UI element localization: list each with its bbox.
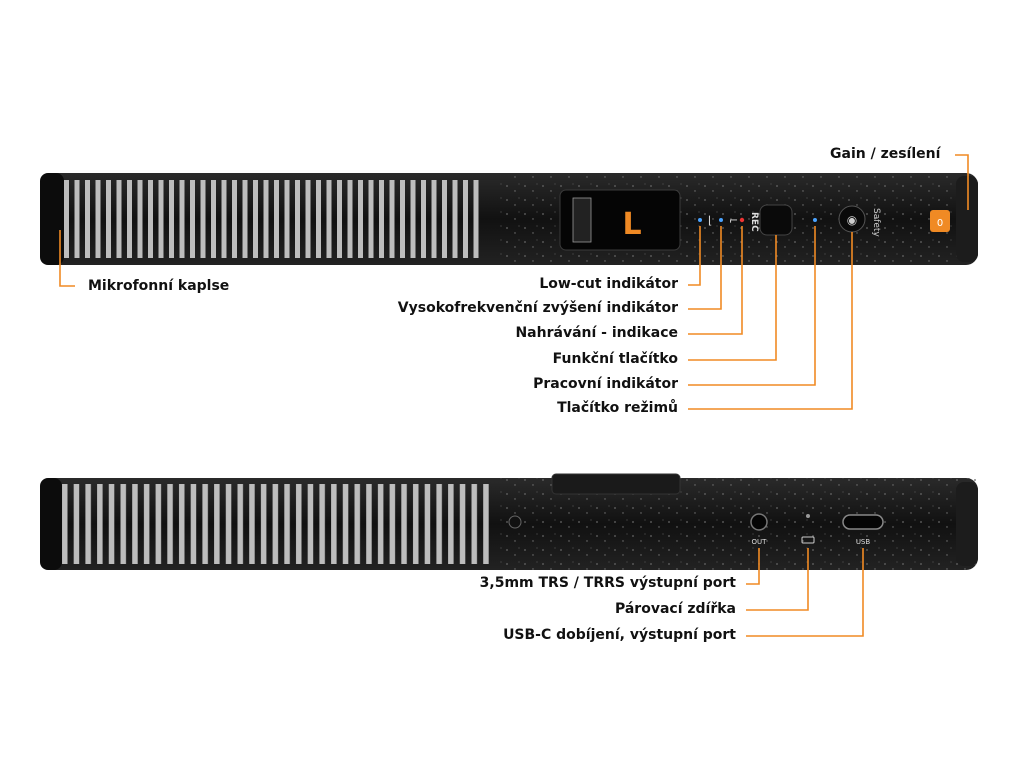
rec-led [739, 217, 745, 223]
callout-line-rec [688, 226, 743, 335]
mic-grille-bottom [60, 484, 492, 564]
callout-trs: 3,5mm TRS / TRRS výstupní port [479, 575, 736, 591]
callout-lines [59, 154, 969, 637]
pair-hole[interactable] [806, 514, 810, 518]
trs-port[interactable] [750, 513, 768, 531]
hf-boost-led [719, 218, 723, 222]
callout-line-trs [746, 548, 760, 585]
callout-line-pair [746, 548, 809, 611]
mic-top-view: L ⌊ ⌐ REC ◉ Safety 0 [40, 173, 978, 265]
lowcut-led [698, 218, 702, 222]
callout-rec: Nahrávání - indikace [515, 325, 678, 341]
callout-usbc: USB-C dobíjení, výstupní port [503, 627, 736, 643]
callout-line-capsule [59, 230, 75, 287]
callout-mode: Tlačítko režimů [557, 400, 678, 416]
mic-grille-top [62, 180, 480, 258]
work-led [813, 218, 817, 222]
callout-line-function [688, 235, 777, 361]
callout-pair: Párovací zdířka [614, 601, 736, 617]
callout-capsule: Mikrofonní kaplse [88, 278, 230, 294]
hf-boost-icon: ⌐ [729, 214, 738, 227]
display-mode-glyph: L [622, 207, 641, 242]
battery-indicator-icon [572, 197, 592, 243]
mode-icon: ◉ [847, 213, 857, 227]
callout-gain: Gain / zesílení [830, 146, 941, 162]
mic-bottom-view: OUT USB [40, 473, 978, 570]
usb-port-label: USB [856, 538, 871, 546]
gain-knob[interactable] [930, 210, 950, 232]
pair-icon [801, 536, 815, 544]
callout-line-usbc [746, 548, 864, 637]
function-button[interactable] [759, 204, 793, 236]
callout-lowcut: Low-cut indikátor [539, 276, 678, 292]
mount-screw-icon [508, 515, 522, 529]
lowcut-icon: ⌊ [708, 214, 712, 227]
callout-line-lowcut [688, 226, 701, 286]
rec-label: REC [749, 212, 759, 232]
callout-function: Funkční tlačítko [552, 351, 678, 367]
callout-line-mode [688, 232, 853, 410]
callout-line-hfboost [688, 226, 722, 310]
usbc-port[interactable] [842, 514, 884, 530]
callout-line-work [688, 226, 816, 386]
callout-hfboost: Vysokofrekvenční zvýšení indikátor [397, 300, 678, 316]
out-port-label: OUT [752, 538, 768, 546]
safety-label: Safety [871, 208, 881, 237]
gain-knob-label: 0 [937, 218, 943, 229]
callout-work: Pracovní indikátor [533, 376, 678, 392]
callout-line-gain [955, 154, 969, 210]
